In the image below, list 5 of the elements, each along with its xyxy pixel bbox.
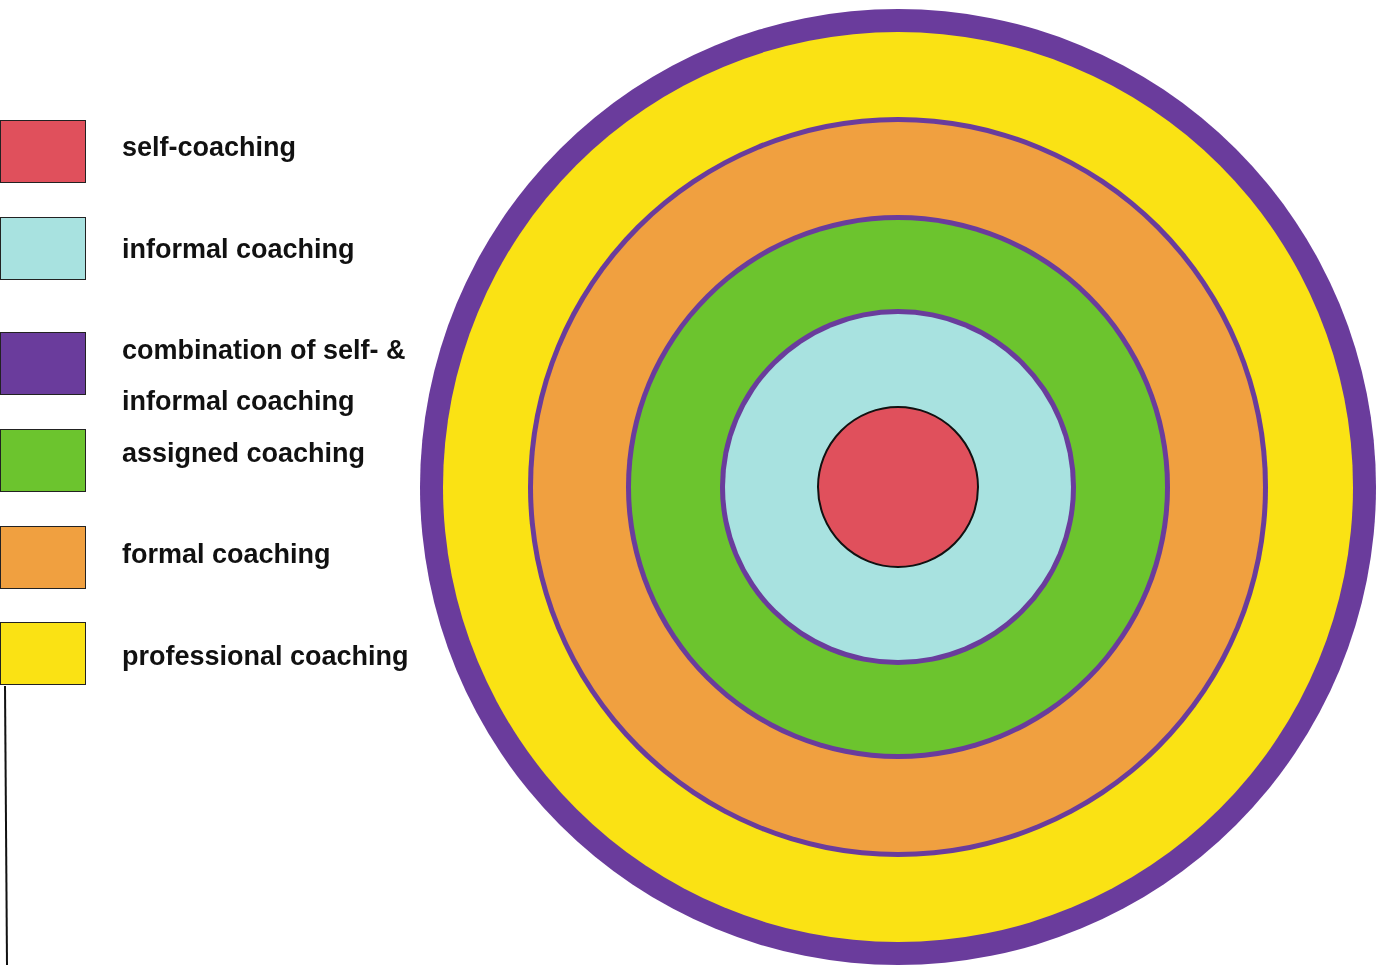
legend-label: assigned coaching bbox=[122, 437, 367, 470]
legend-label: formal coaching bbox=[122, 538, 332, 571]
legend-label: professional coaching bbox=[122, 640, 410, 673]
legend-label: informal coaching bbox=[122, 233, 356, 266]
legend-label: self-coaching bbox=[122, 131, 298, 164]
